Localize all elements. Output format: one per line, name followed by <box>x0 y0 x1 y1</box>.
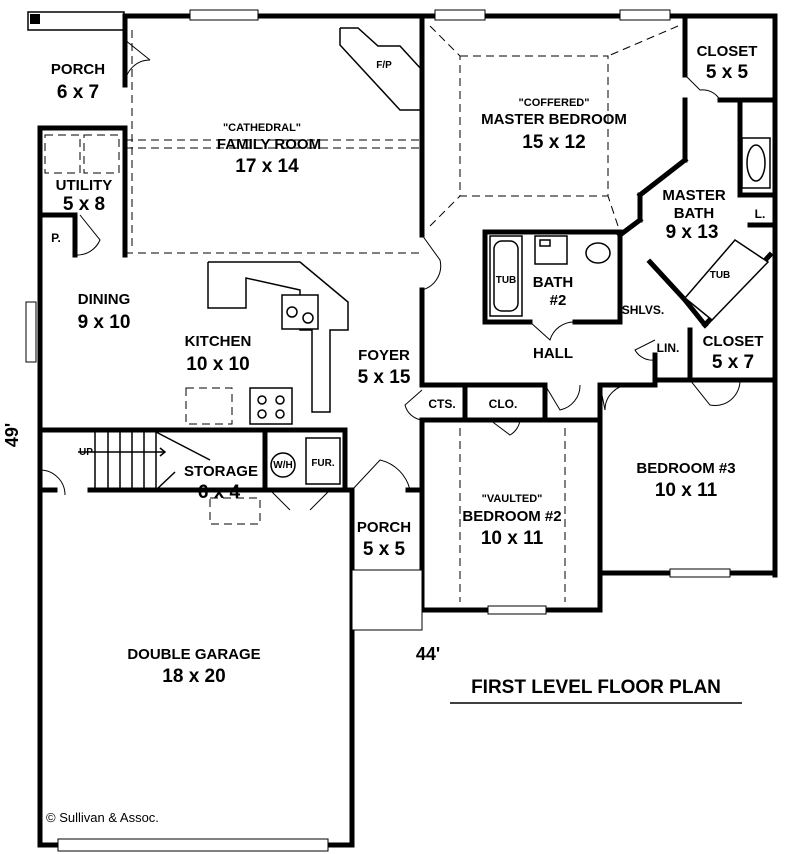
door-swings <box>39 39 741 511</box>
master-dim: 15 x 12 <box>522 132 585 153</box>
master-name: MASTER BEDROOM <box>481 111 627 128</box>
closet-bed3-name: CLOSET <box>703 333 764 350</box>
furnace-label: FUR. <box>311 458 335 469</box>
fixtures <box>78 137 771 491</box>
storage-dim: 6 x 4 <box>198 482 241 503</box>
bedroom2-name: BEDROOM #2 <box>462 508 561 525</box>
family-name: FAMILY ROOM <box>217 136 321 153</box>
porch-front-name: PORCH <box>357 519 411 536</box>
fireplace-label: F/P <box>376 60 392 71</box>
corner-post <box>30 14 40 24</box>
bedroom2-dim: 10 x 11 <box>481 528 544 549</box>
bedroom3-name: BEDROOM #3 <box>636 460 735 477</box>
utility-dim: 5 x 8 <box>63 194 105 215</box>
bedroom2-note: "VAULTED" <box>482 493 543 505</box>
dining-name: DINING <box>78 291 131 308</box>
closet-master-name: CLOSET <box>697 43 758 60</box>
linen-small-label: L. <box>755 207 766 221</box>
garage-name: DOUBLE GARAGE <box>127 646 260 663</box>
dashed-lines <box>44 25 679 602</box>
bath2-name: BATH <box>533 274 574 291</box>
overall-depth: 49' <box>2 423 22 447</box>
closet-master-dim: 5 x 5 <box>706 62 749 83</box>
clo-label: CLO. <box>489 397 518 411</box>
dining-dim: 9 x 10 <box>78 312 131 333</box>
stairs-label: UP <box>79 447 93 458</box>
garage-dim: 18 x 20 <box>162 666 225 687</box>
utility-name: UTILITY <box>56 177 113 194</box>
family-note: "CATHEDRAL" <box>223 122 301 134</box>
foyer-dim: 5 x 15 <box>358 367 411 388</box>
stairs <box>78 431 211 491</box>
cts-label: CTS. <box>428 397 455 411</box>
master-bath-dim: 9 x 13 <box>666 222 719 243</box>
shelves-label: SHLVS. <box>622 303 664 317</box>
kitchen-dim: 10 x 10 <box>186 354 249 375</box>
foyer-name: FOYER <box>358 347 410 364</box>
linen-label: LIN. <box>657 341 680 355</box>
porch-front-dim: 5 x 5 <box>363 539 406 560</box>
family-dim: 17 x 14 <box>235 156 299 177</box>
windows <box>25 9 731 852</box>
tub-bath2-label: TUB <box>496 275 517 286</box>
tub-master-label: TUB <box>710 270 731 281</box>
corner-post-outline <box>27 11 125 31</box>
overall-width: 44' <box>416 644 440 664</box>
porch-rear-name: PORCH <box>51 61 105 78</box>
master-bath-name: MASTER <box>662 187 726 204</box>
master-note: "COFFERED" <box>519 97 590 109</box>
porch-rear-dim: 6 x 7 <box>57 82 99 103</box>
room-labels: PORCH 6 x 7 UTILITY 5 x 8 P. "CATHEDRAL"… <box>51 43 765 687</box>
master-bath-name2: BATH <box>674 205 715 222</box>
closet-bed3-dim: 5 x 7 <box>712 352 754 373</box>
storage-name: STORAGE <box>184 463 258 480</box>
copyright: © Sullivan & Assoc. <box>46 810 159 825</box>
plan-title: FIRST LEVEL FLOOR PLAN <box>471 677 721 698</box>
bath2-dim: #2 <box>550 292 567 309</box>
interior-walls <box>37 13 778 493</box>
water-heater-label: W/H <box>273 460 292 471</box>
pantry-label: P. <box>51 231 61 245</box>
hall-name: HALL <box>533 345 573 362</box>
kitchen-name: KITCHEN <box>185 333 252 350</box>
bedroom3-dim: 10 x 11 <box>655 480 718 501</box>
